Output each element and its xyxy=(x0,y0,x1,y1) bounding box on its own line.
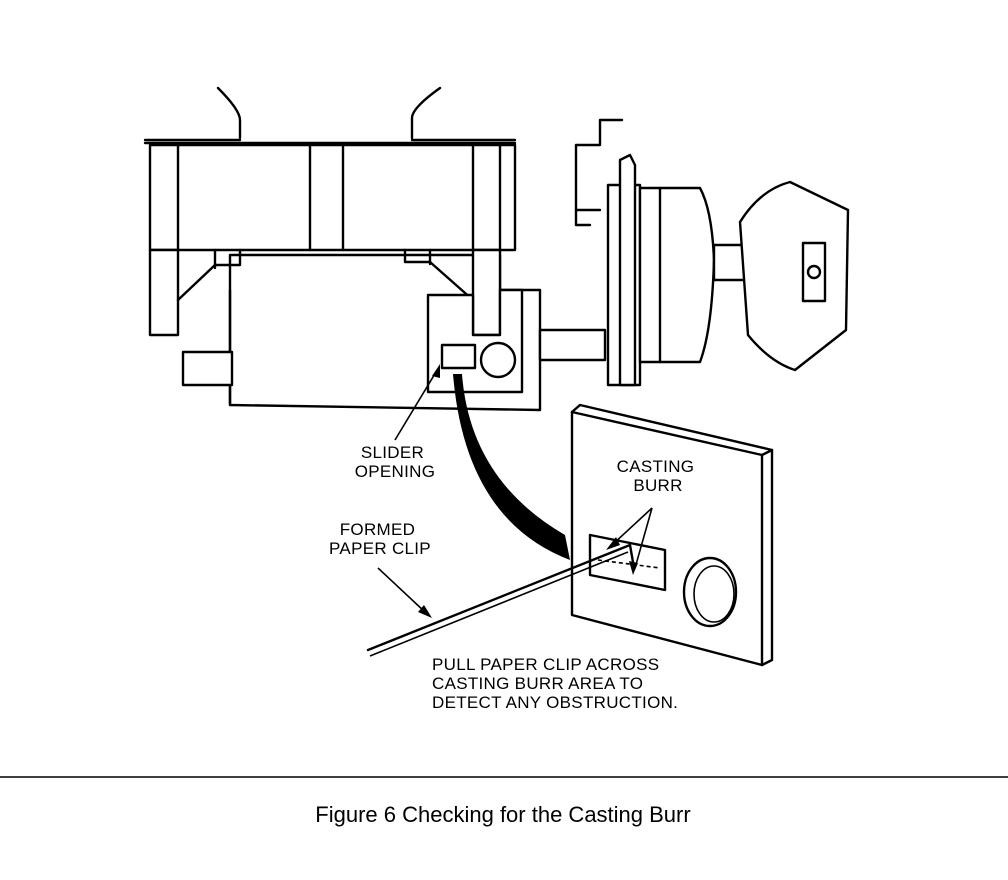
casting-burr-label: CASTING BURR xyxy=(617,457,700,495)
detail-plate xyxy=(570,403,774,667)
formed-paper-clip xyxy=(366,543,636,657)
slider-opening-line-1: SLIDER xyxy=(361,443,424,462)
instruction-line-3: DETECT ANY OBSTRUCTION. xyxy=(432,693,678,712)
slider-opening-line-2: OPENING xyxy=(355,462,436,481)
formed-paper-clip-label: FORMED PAPER CLIP xyxy=(329,520,431,558)
instruction-line-2: CASTING BURR AREA TO xyxy=(432,674,643,693)
casting-burr-arrows xyxy=(606,507,653,575)
detail-pointer-arrow xyxy=(453,374,570,560)
slider-opening-label: SLIDER OPENING xyxy=(355,443,436,481)
figure-caption: Figure 6 Checking for the Casting Burr xyxy=(315,802,690,827)
instruction-line-1: PULL PAPER CLIP ACROSS xyxy=(432,655,659,674)
paper-clip-arrow xyxy=(377,567,426,613)
formed-paper-clip-line-1: FORMED xyxy=(340,520,415,539)
formed-paper-clip-line-2: PAPER CLIP xyxy=(329,539,431,558)
instruction-label: PULL PAPER CLIP ACROSS CASTING BURR AREA… xyxy=(432,655,678,712)
casting-burr-line-2: BURR xyxy=(633,476,682,495)
slider-opening-arrow xyxy=(394,371,437,441)
casting-burr-line-1: CASTING xyxy=(617,457,695,476)
mechanism-assembly xyxy=(143,86,850,412)
